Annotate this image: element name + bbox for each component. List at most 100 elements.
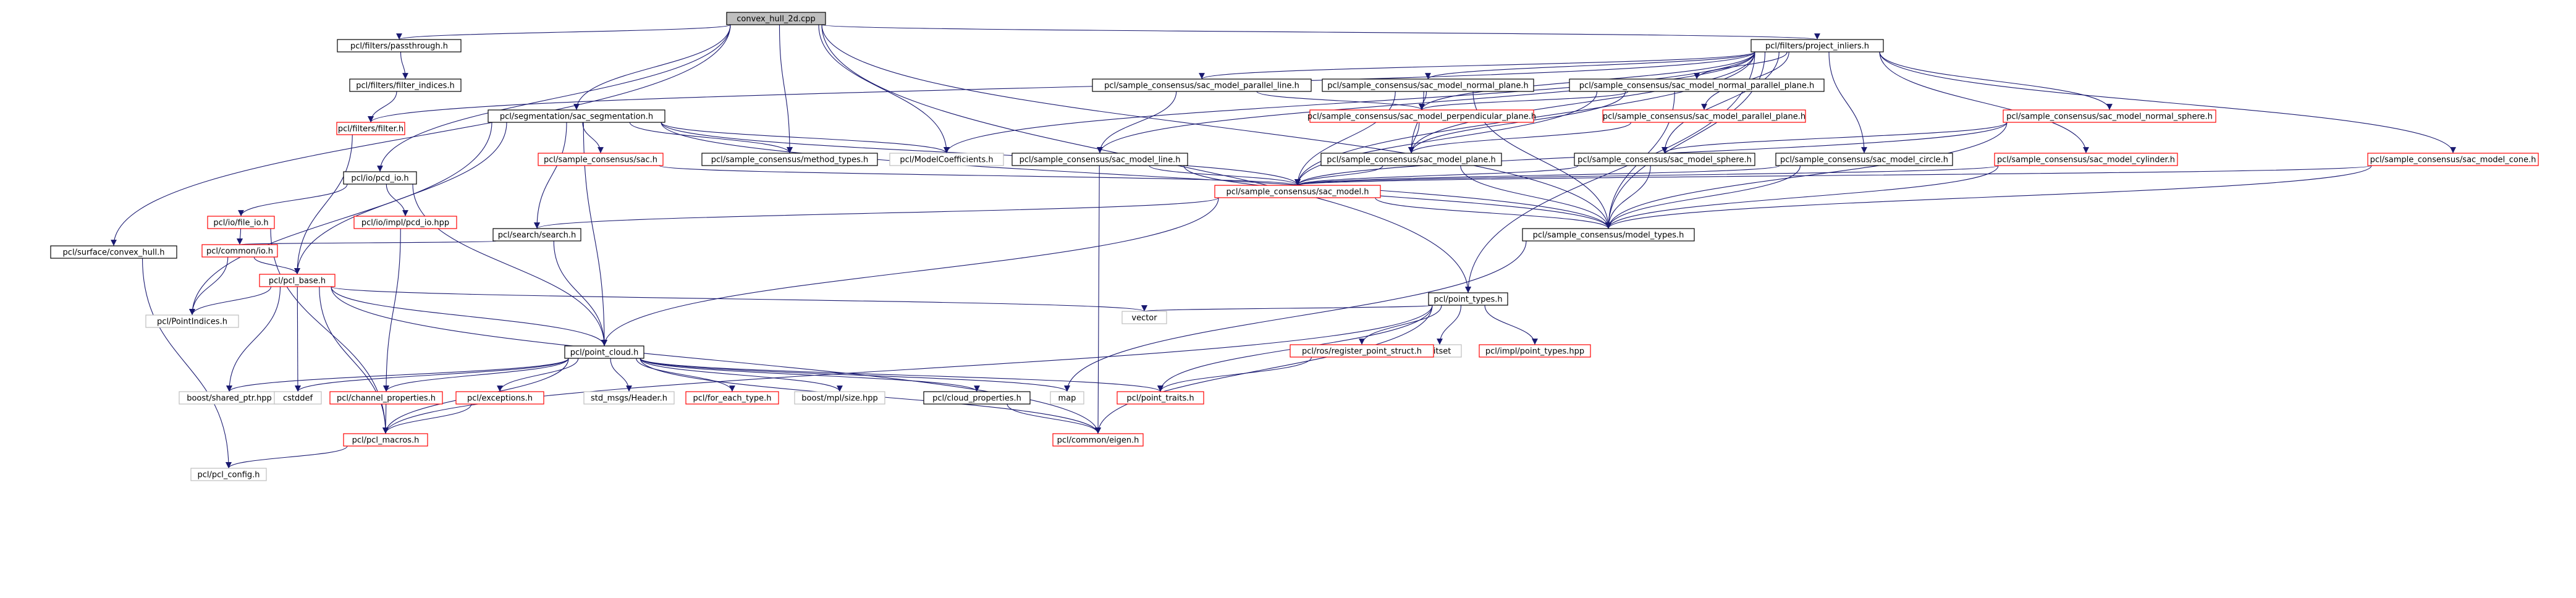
edge-sac-to-sac_model <box>659 165 1301 186</box>
node-label: pcl/sample_consensus/sac_model_line.h <box>1020 156 1181 165</box>
node-box <box>492 228 581 242</box>
node-project-inliers[interactable]: pcl/filters/project_inliers.h <box>1750 39 1884 53</box>
node-sac-normal-sphere[interactable]: pcl/sample_consensus/sac_model_normal_sp… <box>2003 109 2216 123</box>
node-label: pcl/sample_consensus/model_types.h <box>1533 231 1684 240</box>
node-sac-plane[interactable]: pcl/sample_consensus/sac_model_plane.h <box>1320 153 1502 166</box>
edge-point_cloud-to-cloud_properties <box>640 358 980 392</box>
node-label: vector <box>1131 314 1157 323</box>
node-box <box>726 12 826 25</box>
node-point-traits[interactable]: pcl/point_traits.h <box>1117 391 1204 405</box>
node-convex-hull[interactable]: pcl/surface/convex_hull.h <box>50 245 177 259</box>
node-sac[interactable]: pcl/sample_consensus/sac.h <box>538 153 664 166</box>
node-box <box>794 391 885 405</box>
node-sac-line[interactable]: pcl/sample_consensus/sac_model_line.h <box>1011 153 1188 166</box>
node-label: pcl/filters/passthrough.h <box>350 42 448 51</box>
node-common-eigen[interactable]: pcl/common/eigen.h <box>1052 433 1144 447</box>
node-sac-segmentation[interactable]: pcl/segmentation/sac_segmentation.h <box>488 109 665 123</box>
node-model-coefficients: pcl/ModelCoefficients.h <box>889 153 1004 166</box>
node-label: boost/shared_ptr.hpp <box>187 394 272 403</box>
edge-project_inliers-to-sac_cone <box>1879 51 2456 154</box>
node-sac-normal-plane[interactable]: pcl/sample_consensus/sac_model_normal_pl… <box>1322 78 1534 92</box>
edge-sac_parallel_line-to-sac_line <box>1097 91 1177 154</box>
edge-project_inliers-to-model_coefficients <box>944 51 1755 154</box>
edge-pcl_base-to-vector <box>331 286 1147 312</box>
node-box <box>201 244 278 258</box>
node-shared-ptr: boost/shared_ptr.hpp <box>179 391 280 405</box>
node-sac-parallel-plane[interactable]: pcl/sample_consensus/sac_model_parallel_… <box>1602 109 1806 123</box>
edge-pcd_io_hpp-to-channel_properties <box>383 228 401 392</box>
node-point-types[interactable]: pcl/point_types.h <box>1428 292 1508 306</box>
node-pcl-macros[interactable]: pcl/pcl_macros.h <box>343 433 428 447</box>
edge-sac_line-to-common_eigen <box>1095 165 1101 434</box>
node-label: pcl/sample_consensus/sac_model_plane.h <box>1327 156 1495 165</box>
node-method-types[interactable]: pcl/sample_consensus/method_types.h <box>701 153 878 166</box>
node-sac-circle[interactable]: pcl/sample_consensus/sac_model_circle.h <box>1775 153 1953 166</box>
edge-point_types-to-pcl_macros <box>382 305 1433 434</box>
node-box <box>538 153 664 166</box>
node-std-msgs-header: std_msgs/Header.h <box>583 391 675 405</box>
node-label: pcl/sample_consensus/sac_model.h <box>1227 188 1369 197</box>
node-box <box>329 391 443 405</box>
edge-exceptions-to-pcl_macros <box>382 403 472 434</box>
node-filter-indices[interactable]: pcl/filters/filter_indices.h <box>349 78 462 92</box>
node-passthrough[interactable]: pcl/filters/passthrough.h <box>337 39 462 53</box>
node-label: pcl/channel_properties.h <box>337 394 436 403</box>
node-label: pcl/sample_consensus/sac_model_normal_pa… <box>1579 82 1814 91</box>
edge-project_inliers-to-sac_cylinder <box>1879 51 2089 154</box>
node-for-each-type[interactable]: pcl/for_each_type.h <box>685 391 779 405</box>
edge-root-to-model_coefficients <box>818 24 950 154</box>
node-sac-cylinder[interactable]: pcl/sample_consensus/sac_model_cylinder.… <box>1994 153 2178 166</box>
node-box <box>1522 228 1695 242</box>
node-sac-normal-parallel-plane[interactable]: pcl/sample_consensus/sac_model_normal_pa… <box>1569 78 1825 92</box>
node-pcd-io-hpp[interactable]: pcl/io/impl/pcd_io.hpp <box>353 216 457 229</box>
edge-sac_segmentation-to-model_types <box>661 122 1611 229</box>
edge-project_inliers-to-point_types <box>1465 51 1755 293</box>
edge-model_types-to-map <box>1064 240 1527 392</box>
node-exceptions[interactable]: pcl/exceptions.h <box>455 391 544 405</box>
edge-sac_normal_sphere-to-sac_sphere <box>1662 122 2008 154</box>
node-point-cloud[interactable]: pcl/point_cloud.h <box>564 345 644 359</box>
node-box <box>1121 311 1167 324</box>
edge-root-to-pcd_io <box>377 24 731 172</box>
node-common-io[interactable]: pcl/common/io.h <box>201 244 278 258</box>
node-pcd-io[interactable]: pcl/io/pcd_io.h <box>343 171 417 185</box>
node-channel-properties[interactable]: pcl/channel_properties.h <box>329 391 443 405</box>
node-box <box>1574 153 1755 166</box>
edge-filter-to-pcl_base <box>294 134 353 275</box>
node-label: convex_hull_2d.cpp <box>737 15 816 24</box>
node-sac-parallel-line[interactable]: pcl/sample_consensus/sac_model_parallel_… <box>1092 78 1312 92</box>
node-box <box>1050 391 1084 405</box>
node-box <box>1569 78 1825 92</box>
node-box <box>583 391 675 405</box>
edge-root-to-convex_hull <box>111 24 731 246</box>
edge-point_types-to-vector <box>1141 305 1433 312</box>
node-model-types[interactable]: pcl/sample_consensus/model_types.h <box>1522 228 1695 242</box>
edge-pcl_macros-to-pcl_config <box>226 445 348 469</box>
node-file-io[interactable]: pcl/io/file_io.h <box>207 216 275 229</box>
node-label: pcl/for_each_type.h <box>693 394 771 403</box>
node-cstddef: cstddef <box>274 391 322 405</box>
node-label: pcl/ros/register_point_struct.h <box>1302 347 1422 356</box>
node-label: pcl/sample_consensus/sac_model_sphere.h <box>1577 156 1752 165</box>
node-filter[interactable]: pcl/filters/filter.h <box>336 122 405 135</box>
node-sac-model[interactable]: pcl/sample_consensus/sac_model.h <box>1214 185 1381 198</box>
node-register-point-struct[interactable]: pcl/ros/register_point_struct.h <box>1290 344 1434 358</box>
node-box <box>1320 153 1502 166</box>
edge-sac_normal_parallel_plane-to-sac_perpendicular_plane <box>1419 91 1629 111</box>
node-sac-cone[interactable]: pcl/sample_consensus/sac_model_cone.h <box>2367 153 2539 166</box>
node-search[interactable]: pcl/search/search.h <box>492 228 581 242</box>
node-sac-sphere[interactable]: pcl/sample_consensus/sac_model_sphere.h <box>1574 153 1755 166</box>
node-cloud-properties[interactable]: pcl/cloud_properties.h <box>923 391 1031 405</box>
node-sac-perpendicular-plane[interactable]: pcl/sample_consensus/sac_model_perpendic… <box>1307 109 1536 123</box>
node-box <box>343 433 428 447</box>
node-box <box>1602 109 1806 123</box>
node-root[interactable]: convex_hull_2d.cpp <box>726 12 826 25</box>
node-pcl-base[interactable]: pcl/pcl_base.h <box>259 274 336 287</box>
node-box <box>190 468 267 481</box>
node-box <box>1117 391 1204 405</box>
node-label: pcl/point_types.h <box>1434 295 1502 305</box>
node-box <box>701 153 878 166</box>
node-label: pcl/point_cloud.h <box>570 348 639 358</box>
node-impl-point-types[interactable]: pcl/impl/point_types.hpp <box>1479 344 1591 358</box>
node-box <box>1092 78 1312 92</box>
